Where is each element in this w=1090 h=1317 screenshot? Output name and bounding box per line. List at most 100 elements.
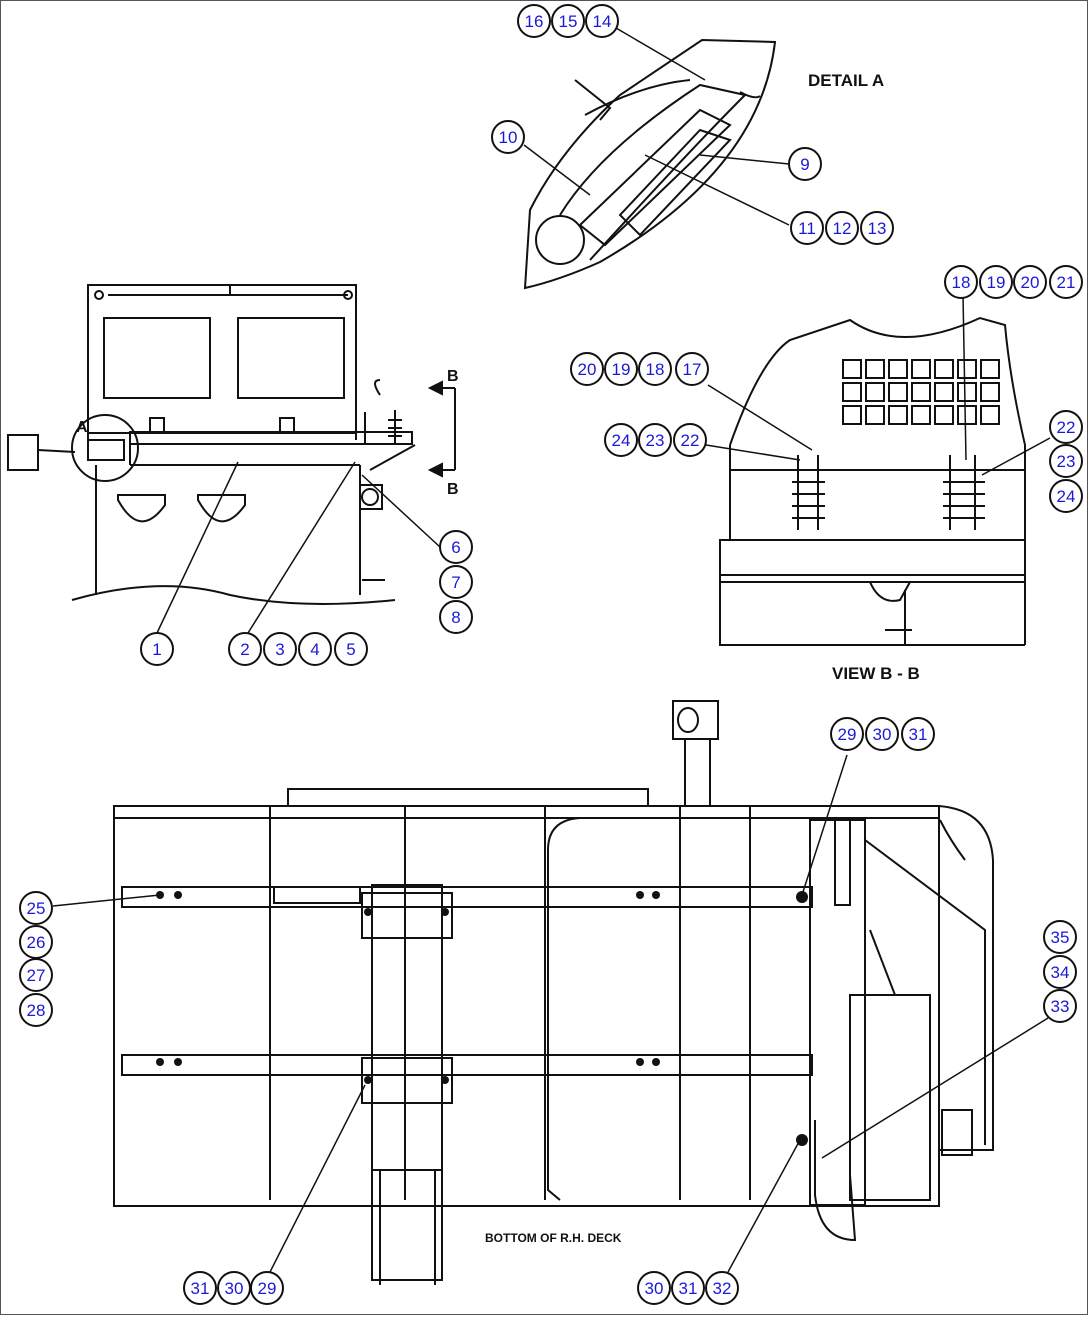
callout-circle	[825, 211, 859, 245]
callout-1: 1	[140, 632, 174, 666]
bottom-deck-drawing	[113, 700, 994, 1285]
leader-lines	[52, 27, 1051, 1273]
callout-circle	[673, 423, 707, 457]
callout-circle	[604, 423, 638, 457]
callout-circle	[1049, 410, 1083, 444]
callout-circle	[637, 1271, 671, 1305]
callout-number: 31	[191, 1279, 210, 1298]
callout-12: 12	[825, 211, 859, 245]
callout-circle	[705, 1271, 739, 1305]
callout-number: 25	[27, 899, 46, 918]
callout-circle	[551, 4, 585, 38]
callout-number: 21	[1057, 273, 1076, 292]
detail-a-drawing	[523, 38, 777, 290]
callout-number: 30	[873, 725, 892, 744]
callout-number: 2	[240, 640, 249, 659]
callout-29: 29	[830, 717, 864, 751]
callout-19: 19	[979, 265, 1013, 299]
callout-circle	[604, 352, 638, 386]
callout-circle	[491, 120, 525, 154]
callout-number: 31	[679, 1279, 698, 1298]
callout-number: 27	[27, 966, 46, 985]
callout-13: 13	[860, 211, 894, 245]
callout-number: 34	[1051, 963, 1070, 982]
callout-number: 24	[1057, 487, 1076, 506]
callout-circle	[830, 717, 864, 751]
callout-7: 7	[439, 565, 473, 599]
callout-circle	[334, 632, 368, 666]
callout-circle	[788, 147, 822, 181]
callout-circle	[1049, 479, 1083, 513]
callout-circle	[183, 1271, 217, 1305]
callout-number: 20	[1021, 273, 1040, 292]
callout-number: 12	[833, 219, 852, 238]
callout-circle	[263, 632, 297, 666]
view-bb-drawing	[719, 316, 1026, 646]
callout-25: 25	[19, 891, 53, 925]
callout-5: 5	[334, 632, 368, 666]
callout-9: 9	[788, 147, 822, 181]
callout-23: 23	[1049, 444, 1083, 478]
callout-number: 24	[612, 431, 631, 450]
callout-number: 13	[868, 219, 887, 238]
callout-circle	[585, 4, 619, 38]
callout-8: 8	[439, 600, 473, 634]
callout-circle	[1049, 265, 1083, 299]
view-titles: DETAIL A VIEW B - B BOTTOM OF R.H. DECK …	[76, 71, 920, 1245]
callout-circle	[638, 352, 672, 386]
callout-number: 17	[683, 360, 702, 379]
callout-circle	[790, 211, 824, 245]
callout-circle	[19, 993, 53, 1027]
callout-number: 6	[451, 538, 460, 557]
callout-11: 11	[790, 211, 824, 245]
callout-number: 5	[346, 640, 355, 659]
callout-23: 23	[638, 423, 672, 457]
callout-number: 33	[1051, 997, 1070, 1016]
callout-number: 31	[909, 725, 928, 744]
callout-30: 30	[865, 717, 899, 751]
callout-6: 6	[439, 530, 473, 564]
callout-circle	[517, 4, 551, 38]
callout-circle	[439, 600, 473, 634]
callout-4: 4	[298, 632, 332, 666]
callout-31: 31	[901, 717, 935, 751]
callout-circle	[671, 1271, 705, 1305]
callout-circle	[439, 530, 473, 564]
callout-35: 35	[1043, 920, 1077, 954]
callout-circle	[1049, 444, 1083, 478]
callout-number: 9	[800, 155, 809, 174]
callout-24: 24	[1049, 479, 1083, 513]
callout-number: 26	[27, 933, 46, 952]
callout-number: 32	[713, 1279, 732, 1298]
callout-circle	[638, 423, 672, 457]
callout-22: 22	[673, 423, 707, 457]
section-b-bottom-label: B	[447, 481, 459, 498]
side-view-drawing	[7, 284, 456, 605]
callout-16: 16	[517, 4, 551, 38]
callout-number: 10	[499, 128, 518, 147]
callout-circle	[944, 265, 978, 299]
callout-32: 32	[705, 1271, 739, 1305]
callout-2: 2	[228, 632, 262, 666]
callout-number: 14	[593, 12, 612, 31]
section-b-top-label: B	[447, 368, 459, 385]
callout-number: 23	[646, 431, 665, 450]
callout-circle	[901, 717, 935, 751]
callout-14: 14	[585, 4, 619, 38]
callout-circle	[19, 958, 53, 992]
callout-number: 30	[225, 1279, 244, 1298]
callout-circle	[860, 211, 894, 245]
callout-circle	[140, 632, 174, 666]
callout-circle	[1043, 989, 1077, 1023]
callout-19: 19	[604, 352, 638, 386]
callout-31: 31	[671, 1271, 705, 1305]
callout-3: 3	[263, 632, 297, 666]
callout-number: 15	[559, 12, 578, 31]
callout-24: 24	[604, 423, 638, 457]
callout-number: 22	[681, 431, 700, 450]
callout-circle	[1043, 920, 1077, 954]
callout-circle	[298, 632, 332, 666]
